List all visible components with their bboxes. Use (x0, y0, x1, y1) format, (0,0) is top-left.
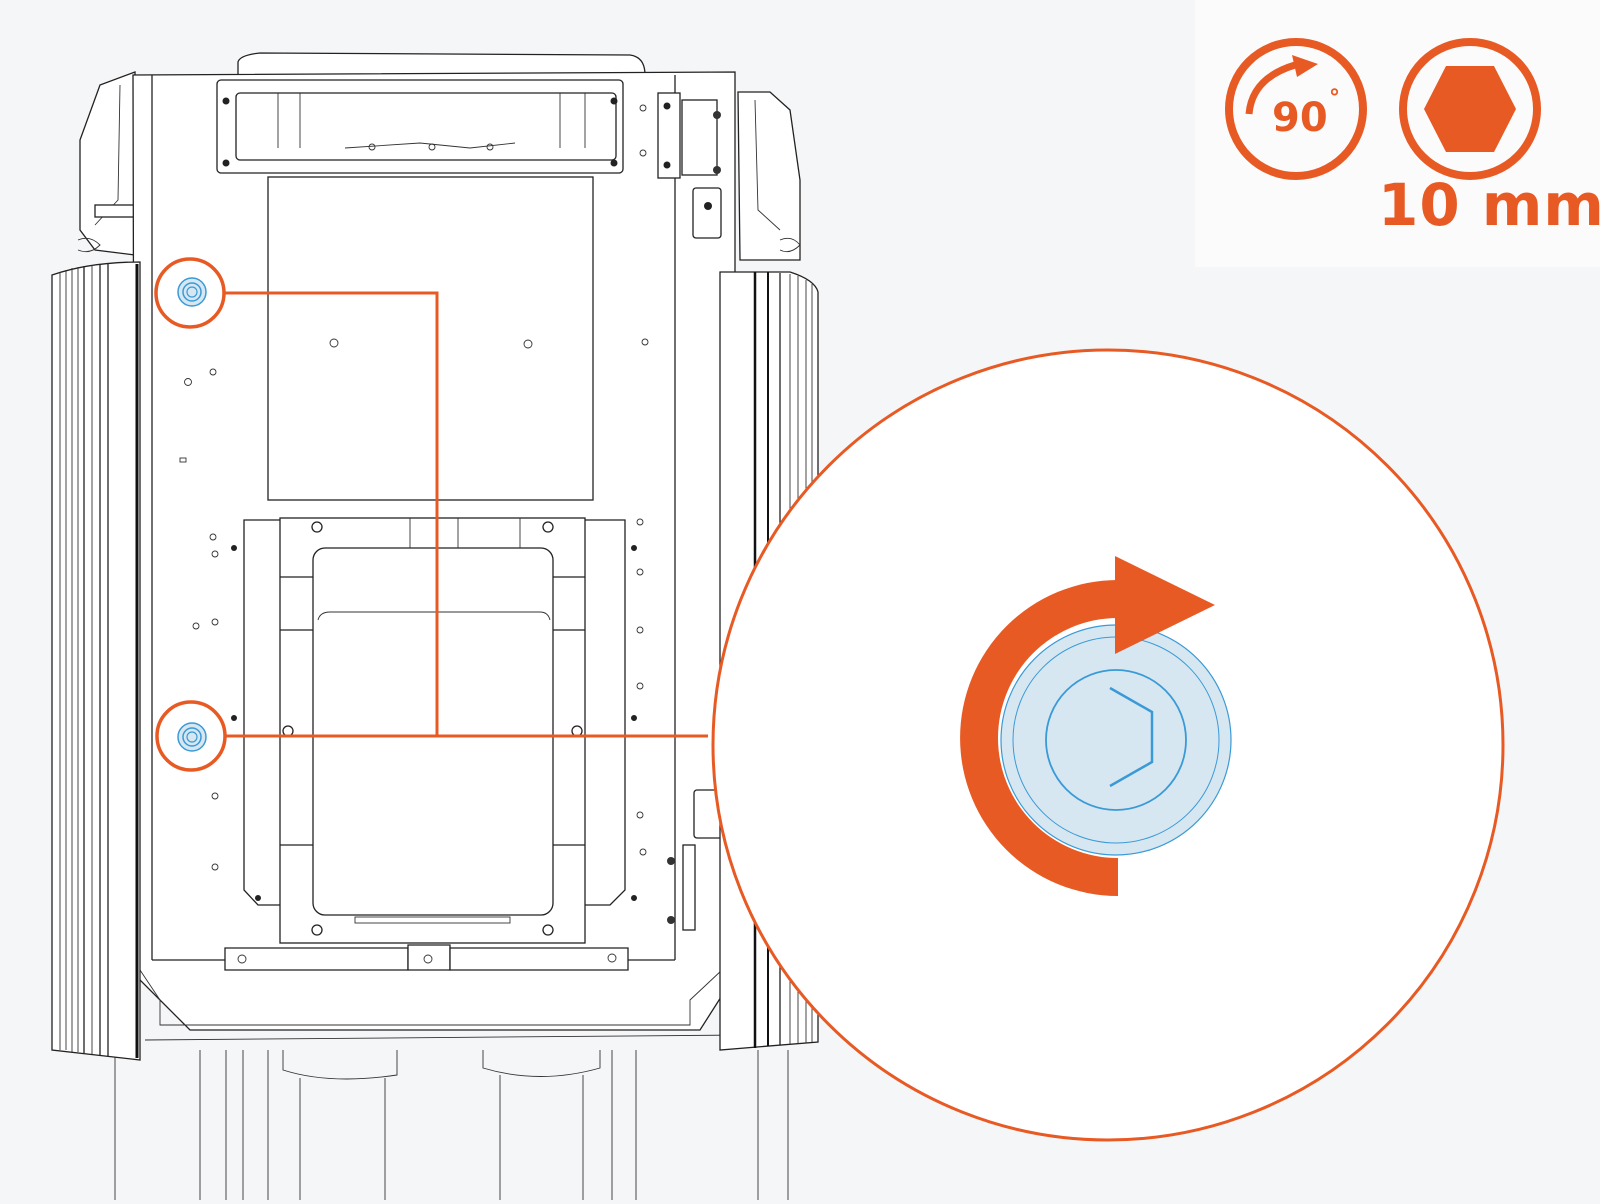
upper-access-panel (179, 176, 649, 501)
fastener-callout-bottom (155, 700, 227, 772)
fastener-callout-top (154, 257, 226, 329)
left-side-handle (51, 261, 141, 1061)
top-handle-frame (216, 79, 647, 174)
upper-hinge (657, 92, 722, 239)
rotation-angle-value: 90 (1272, 95, 1328, 141)
top-cover (237, 52, 646, 76)
hex-socket-icon (1399, 38, 1541, 180)
lower-cartridge-bay (231, 517, 637, 944)
degree-symbol: ° (1329, 86, 1340, 111)
base-columns (114, 1050, 789, 1200)
tool-size-label: 10 mm (1378, 171, 1600, 239)
mounting-holes (192, 518, 647, 871)
rotate-clockwise-arrow-icon (960, 556, 1215, 896)
magnified-hex-bolt (1000, 624, 1232, 856)
rotation-angle-icon (1225, 38, 1367, 180)
right-upper-bracket (737, 91, 801, 261)
bottom-rail (224, 944, 629, 971)
callout-leaders (225, 291, 708, 738)
